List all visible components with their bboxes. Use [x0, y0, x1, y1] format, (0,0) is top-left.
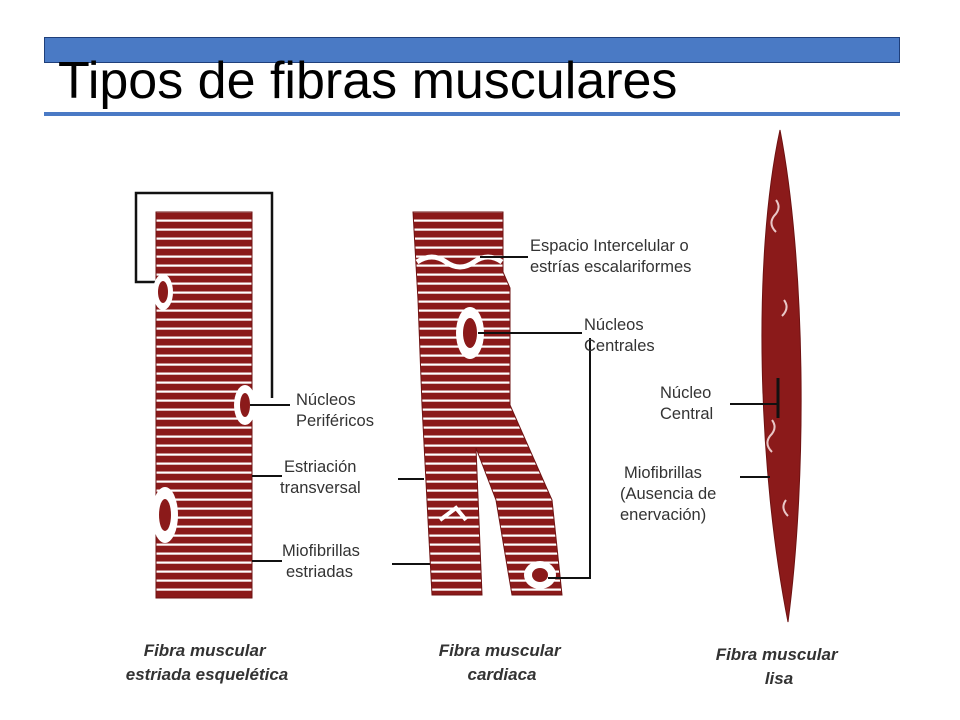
label-espacio-intercelular: Espacio Intercelular o estrías escalarif… — [530, 237, 693, 276]
smooth-fiber — [761, 129, 802, 623]
skeletal-nucleus-1 — [153, 274, 173, 310]
caption-smooth: Fibra muscular lisa — [716, 645, 843, 688]
label-nucleos-centrales: Núcleos Centrales — [584, 316, 655, 355]
label-miofibrillas-estriadas: Miofibrillas estriadas — [282, 542, 365, 581]
skeletal-nucleus-3 — [152, 487, 178, 543]
label-nucleos-perifericos: Núcleos Periféricos — [296, 391, 374, 430]
label-miofibrillas-ausencia: Miofibrillas (Ausencia de enervación) — [620, 464, 721, 524]
title-underline — [44, 112, 900, 116]
label-nucleo-central: Núcleo Central — [660, 384, 716, 423]
skeletal-fiber — [134, 191, 274, 599]
cardiac-fiber — [412, 211, 563, 596]
label-estriacion-transversal: Estriación transversal — [280, 458, 361, 497]
skeletal-nucleus-2 — [234, 385, 256, 425]
slide-title: Tipos de fibras musculares — [58, 52, 678, 110]
caption-cardiac: Fibra muscular cardiaca — [439, 641, 566, 684]
title-accent-bar — [44, 37, 900, 63]
leader-nucleos-centrales-bottom — [548, 338, 591, 579]
cardiac-nucleus-bottom — [524, 561, 556, 589]
caption-skeletal: Fibra muscular estriada esquelética — [126, 641, 289, 684]
cardiac-nucleus-top — [456, 307, 484, 359]
